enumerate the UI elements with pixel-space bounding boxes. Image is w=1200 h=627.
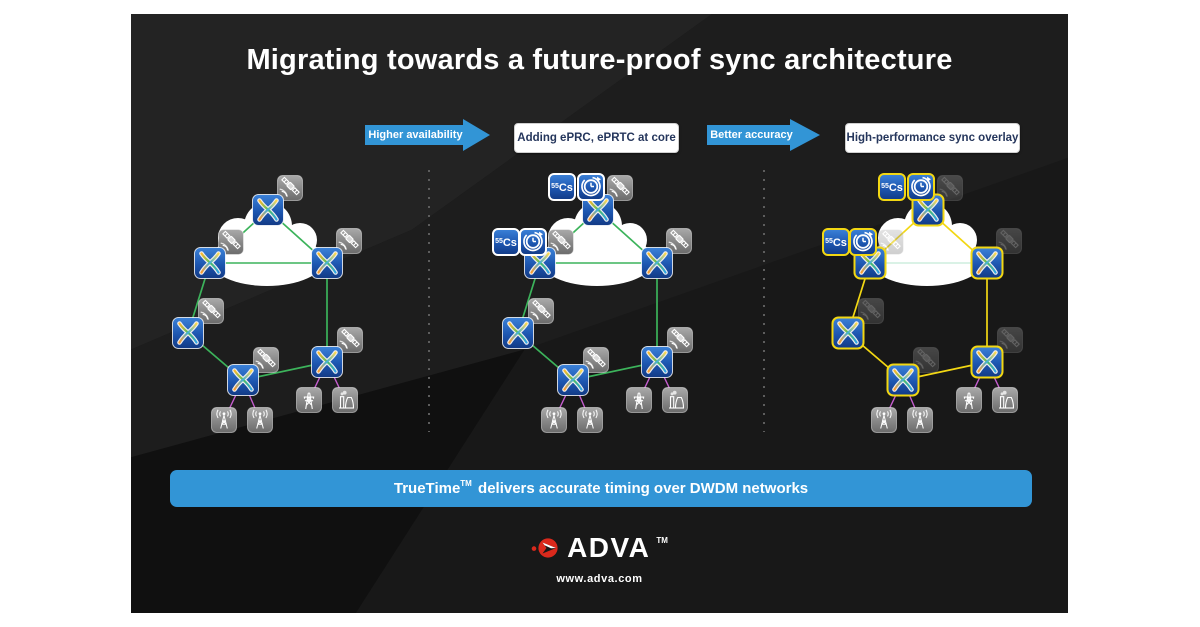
eprc-core-label-box: Adding ePRC, ePRTC at core <box>514 123 679 153</box>
box-label: Adding ePRC, ePRTC at core <box>517 132 676 144</box>
trademark-sup: TM <box>656 536 668 545</box>
cesium-clock-icon <box>492 228 520 256</box>
cross-connect-icon <box>641 346 673 378</box>
prtc-clock-icon <box>577 173 605 201</box>
cross-connect-icon <box>641 247 673 279</box>
higher-availability-arrow: Higher availability <box>365 119 490 151</box>
cell-tower-icon <box>577 407 603 433</box>
cross-connect-icon <box>311 346 343 378</box>
adva-emblem-icon <box>531 538 558 558</box>
cell-tower-icon <box>541 407 567 433</box>
cross-connect-icon <box>970 345 1004 379</box>
cross-connect-icon <box>831 316 865 350</box>
prtc-clock-icon <box>849 228 877 256</box>
cell-tower-icon <box>211 407 237 433</box>
arrow-right-icon <box>707 119 820 151</box>
network-diagram-stage-3 <box>822 173 1024 433</box>
sync-overlay-label-box: High-performance sync overlay <box>845 123 1020 153</box>
power-grid-icon <box>955 386 983 414</box>
banner-text: TrueTimeTM delivers accurate timing over… <box>393 479 809 498</box>
cell-tower-icon <box>247 407 273 433</box>
panel-divider <box>428 170 430 432</box>
network-diagram-stage-1 <box>172 174 364 433</box>
power-plant-icon <box>991 386 1019 414</box>
infographic-card: Migrating towards a future-proof sync ar… <box>131 14 1068 613</box>
network-diagram-stage-2 <box>492 173 694 433</box>
power-plant-icon <box>661 386 689 414</box>
cross-connect-icon <box>557 364 589 396</box>
cesium-clock-icon <box>548 173 576 201</box>
panel-divider <box>763 170 765 432</box>
prtc-clock-icon <box>519 228 547 256</box>
footer-logo-block: ADVA TM www.adva.com <box>131 534 1068 585</box>
arrow-right-icon <box>365 119 490 151</box>
box-label: High-performance sync overlay <box>846 132 1019 144</box>
cesium-clock-icon <box>878 173 906 201</box>
cell-tower-icon <box>907 407 933 433</box>
arrow-label: Better accuracy <box>710 129 793 141</box>
truetime-banner: TrueTimeTM delivers accurate timing over… <box>170 470 1032 507</box>
brand-wordmark: ADVA <box>567 532 651 563</box>
power-grid-icon <box>295 386 323 414</box>
cell-tower-icon <box>871 407 897 433</box>
cross-connect-icon <box>970 246 1004 280</box>
arrow-label: Higher availability <box>368 129 463 141</box>
prtc-clock-icon <box>907 173 935 201</box>
cesium-clock-icon <box>822 228 850 256</box>
cross-connect-icon <box>227 364 259 396</box>
better-accuracy-arrow: Better accuracy <box>707 119 820 151</box>
website-url: www.adva.com <box>556 573 643 585</box>
brand-logo: ADVA TM <box>531 534 668 562</box>
power-plant-icon <box>331 386 359 414</box>
cross-connect-icon <box>311 247 343 279</box>
cross-connect-icon <box>502 317 534 349</box>
page-title: Migrating towards a future-proof sync ar… <box>246 44 953 76</box>
power-grid-icon <box>625 386 653 414</box>
cross-connect-icon <box>252 194 284 226</box>
cross-connect-icon <box>194 247 226 279</box>
cross-connect-icon <box>172 317 204 349</box>
cross-connect-icon <box>886 363 920 397</box>
